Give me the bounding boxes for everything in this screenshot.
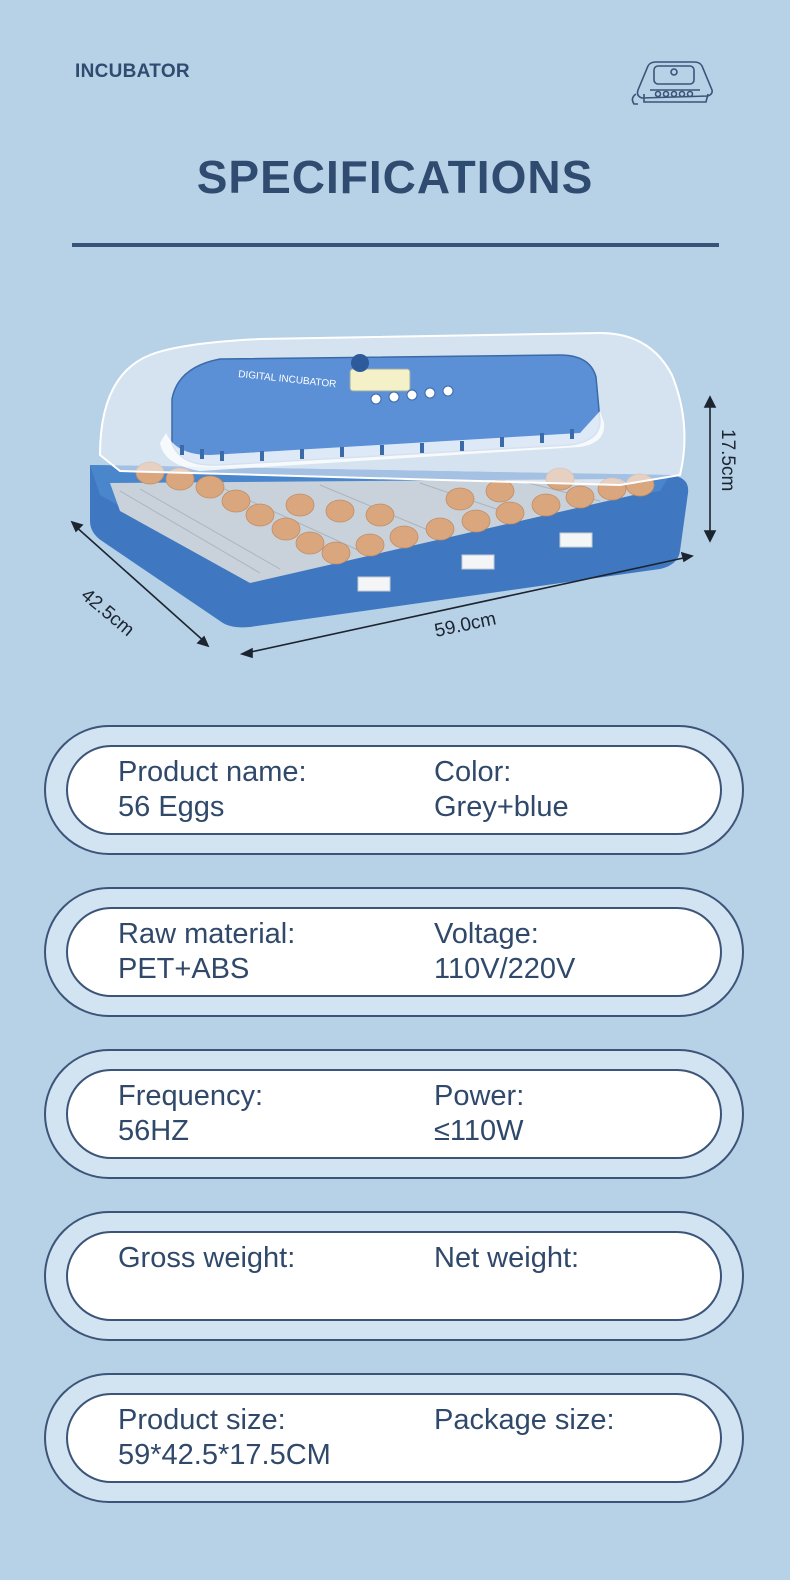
spec-card: Raw material: PET+ABS Voltage: 110V/220V — [44, 887, 744, 1017]
spec-product-name: Product name: 56 Eggs — [118, 756, 307, 823]
spec-package-size: Package size: — [434, 1404, 615, 1436]
width-dimension: 59.0cm — [433, 608, 498, 641]
depth-dimension: 42.5cm — [77, 585, 138, 641]
spec-card: Product size: 59*42.5*17.5CM Package siz… — [44, 1373, 744, 1503]
spec-color: Color: Grey+blue — [434, 756, 569, 823]
spec-power: Power: ≤110W — [434, 1080, 525, 1147]
height-dimension: 17.5cm — [717, 429, 738, 491]
incubator-product-image: DIGITAL INCUBATOR 42.5cm 59.0cm 17.5cm — [70, 331, 738, 659]
spec-net-weight: Net weight: — [434, 1242, 580, 1274]
display-screen — [349, 368, 411, 392]
incubator-icon — [631, 61, 713, 105]
spec-card: Product name: 56 Eggs Color: Grey+blue — [44, 725, 744, 855]
spec-raw-material: Raw material: PET+ABS — [118, 918, 296, 985]
spec-voltage: Voltage: 110V/220V — [434, 918, 576, 985]
spec-frequency: Frequency: 56HZ — [118, 1080, 264, 1147]
title-divider — [72, 243, 719, 247]
spec-product-size: Product size: 59*42.5*17.5CM — [118, 1404, 331, 1471]
spec-card: Gross weight: Net weight: — [44, 1211, 744, 1341]
vent-hole — [351, 354, 369, 372]
spec-gross-weight: Gross weight: — [118, 1242, 296, 1274]
brand-label: INCUBATOR — [75, 61, 190, 82]
page-title: SPECIFICATIONS — [196, 151, 594, 203]
spec-card: Frequency: 56HZ Power: ≤110W — [44, 1049, 744, 1179]
